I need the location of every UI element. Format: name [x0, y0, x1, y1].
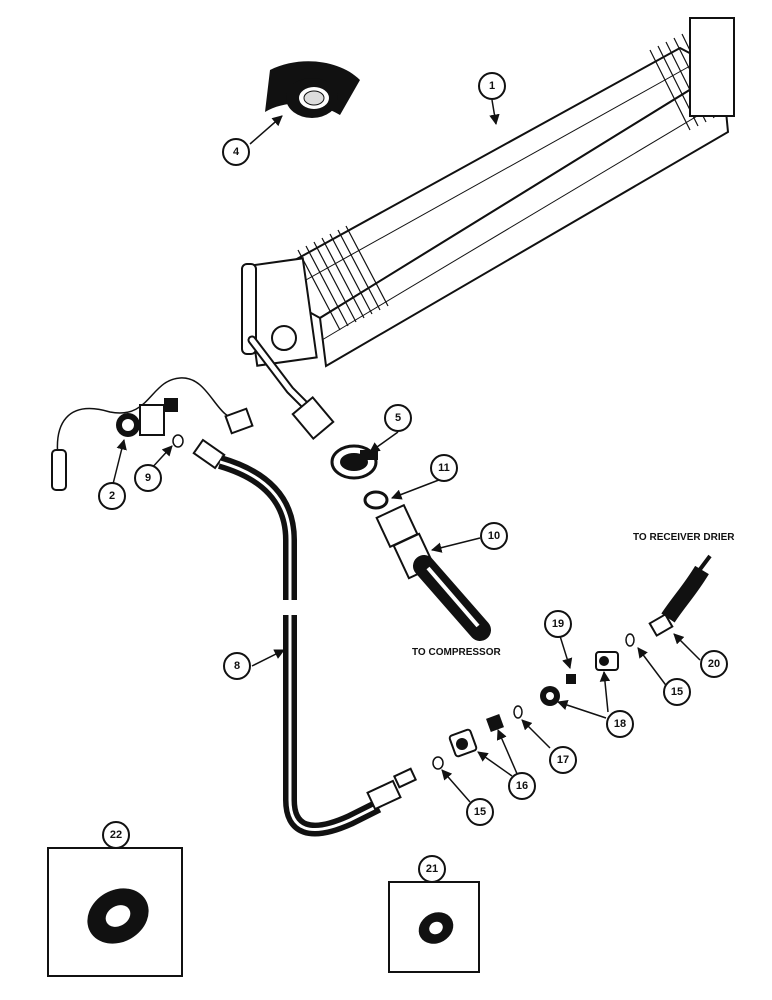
svg-text:10: 10 — [488, 530, 500, 542]
svg-text:15: 15 — [671, 686, 683, 698]
svg-text:9: 9 — [145, 472, 151, 484]
svg-text:21: 21 — [426, 863, 438, 875]
callout-22: 22 — [102, 821, 130, 849]
note-to-compressor: TO COMPRESSOR — [412, 647, 501, 658]
callout-17: 17 — [549, 746, 577, 774]
expansion-valve — [51, 377, 254, 491]
svg-text:16: 16 — [516, 780, 528, 792]
o-ring-11 — [363, 490, 389, 510]
callout-9: 9 — [134, 464, 162, 492]
receiver-drier-hose — [648, 554, 712, 637]
liquid-hose — [192, 438, 418, 837]
evaporator-core — [241, 17, 735, 441]
insulation-tape-roll — [265, 61, 360, 118]
callout-20: 20 — [700, 650, 728, 678]
callout-19: 19 — [544, 610, 572, 638]
callout-4: 4 — [222, 138, 250, 166]
svg-text:1: 1 — [489, 80, 495, 92]
callout-5: 5 — [384, 404, 412, 432]
inset-21 — [388, 881, 480, 973]
inset-22 — [47, 847, 183, 977]
callout-16: 16 — [508, 772, 536, 800]
svg-text:11: 11 — [438, 462, 450, 474]
svg-text:15: 15 — [474, 806, 486, 818]
o-ring-17 — [513, 705, 523, 719]
note-to-receiver-drier: TO RECEIVER DRIER — [633, 532, 735, 543]
svg-text:4: 4 — [233, 146, 240, 158]
svg-text:17: 17 — [557, 754, 569, 766]
fitting-18 — [540, 651, 619, 706]
fitting-16 — [448, 714, 504, 758]
svg-text:2: 2 — [109, 490, 115, 502]
svg-text:22: 22 — [110, 829, 122, 841]
o-ring-9 — [172, 434, 184, 448]
svg-text:20: 20 — [708, 658, 720, 670]
callout-15-upper: 15 — [663, 678, 691, 706]
suction-hose — [375, 503, 491, 641]
callout-1: 1 — [478, 72, 506, 100]
svg-text:8: 8 — [234, 660, 240, 672]
callout-8: 8 — [223, 652, 251, 680]
callout-15-lower: 15 — [466, 798, 494, 826]
callout-2: 2 — [98, 482, 126, 510]
cap-19 — [566, 674, 576, 684]
callout-18: 18 — [606, 710, 634, 738]
svg-text:19: 19 — [552, 618, 564, 630]
svg-text:18: 18 — [614, 718, 626, 730]
o-ring-15-lower — [432, 756, 444, 770]
callout-10: 10 — [480, 522, 508, 550]
callout-11: 11 — [430, 454, 458, 482]
hose-clamp — [330, 444, 378, 480]
svg-text:5: 5 — [395, 412, 401, 424]
callout-21: 21 — [418, 855, 446, 883]
leader-lines — [111, 99, 701, 803]
o-ring-15-upper — [625, 633, 635, 647]
